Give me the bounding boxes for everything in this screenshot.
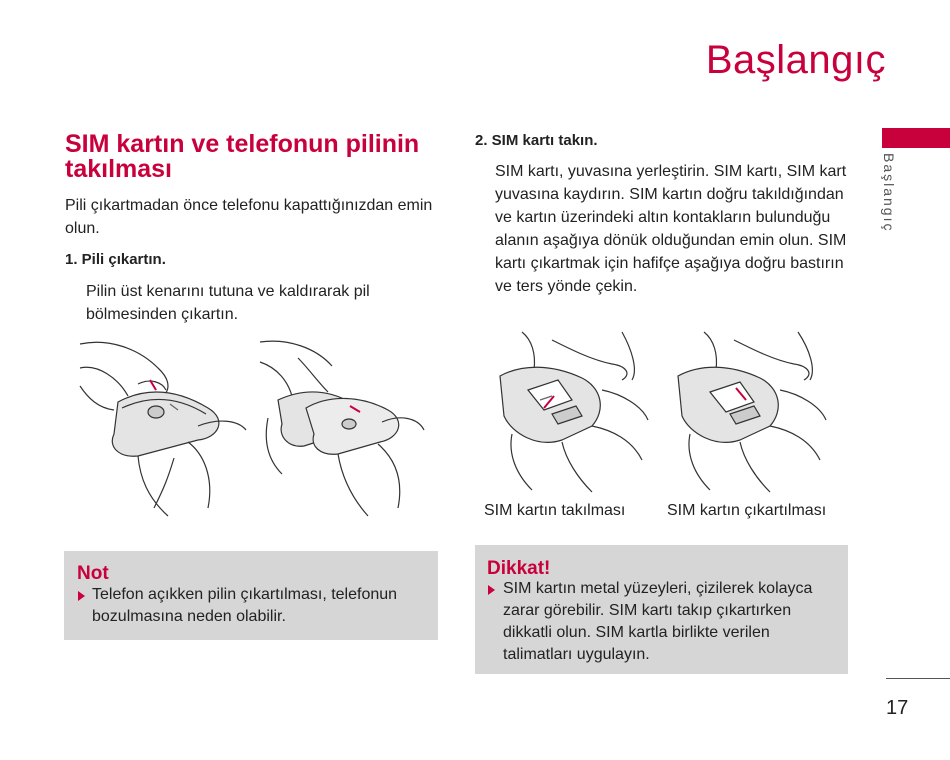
note-box	[64, 551, 438, 640]
caption-sim-remove: SIM kartın çıkartılması	[667, 502, 827, 519]
intro-paragraph: Pili çıkartmadan önce telefonu kapattığı…	[65, 197, 433, 237]
note-title: Not	[77, 563, 109, 584]
section-title: SIM kartın ve telefonun pilinin takılmas…	[65, 130, 420, 183]
step2-heading: 2. SIM kartı takın.	[475, 132, 598, 149]
caution-title: Dikkat!	[487, 558, 551, 579]
sim-remove-illustration	[677, 331, 827, 493]
battery-removal-illustration	[259, 340, 425, 517]
note-text: Telefon açıkken pilin çıkartılması, tele…	[92, 586, 398, 625]
caution-text: SIM kartın metal yüzeyleri, çizilerek ko…	[503, 580, 813, 663]
page-number: 17	[886, 697, 909, 719]
step2-text: SIM kartı, yuvasına yerleştirin. SIM kar…	[495, 163, 847, 295]
bullet-arrow-icon	[78, 591, 85, 601]
sim-insert-illustration	[499, 331, 649, 493]
caution-box	[475, 545, 848, 674]
caption-sim-insert: SIM kartın takılması	[484, 502, 626, 519]
bullet-arrow-icon	[488, 585, 495, 595]
page-title: Başlangıç	[705, 38, 886, 82]
footer-rule	[886, 678, 950, 679]
side-label: Başlangıç	[881, 153, 897, 233]
battery-removal-illustration	[79, 341, 247, 517]
step1-text: Pilin üst kenarını tutuna ve kaldırarak …	[86, 283, 370, 323]
step1-heading: 1. Pili çıkartın.	[65, 251, 166, 268]
side-tab-marker	[882, 128, 950, 148]
